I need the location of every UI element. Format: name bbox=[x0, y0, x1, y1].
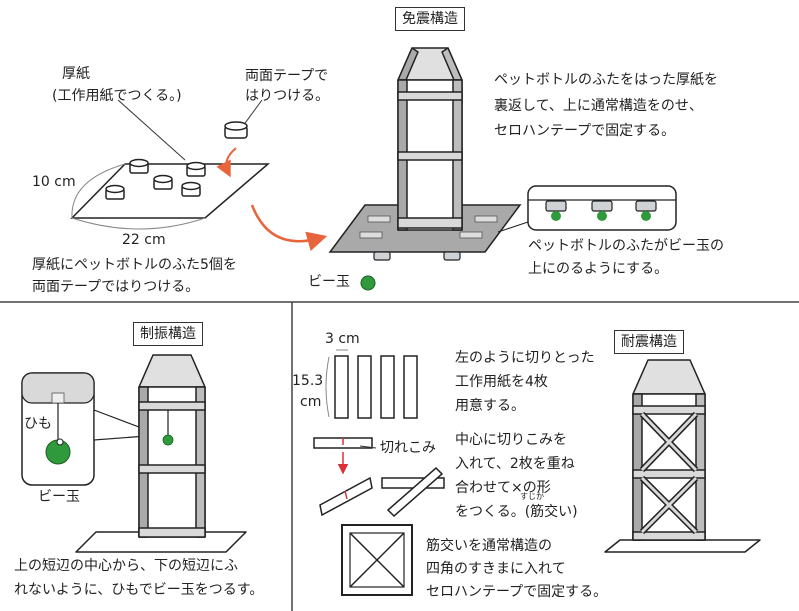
dim-arc-10cm bbox=[71, 163, 126, 219]
attach-note: 厚紙にペットボトルのふた5個を bbox=[32, 257, 237, 273]
damping-marble bbox=[162, 434, 174, 446]
flip-note: 裏返して、上に通常構造をのせ、 bbox=[494, 98, 703, 114]
brace-note: 筋交いを通常構造の bbox=[426, 538, 552, 554]
cut-note: 用意する。 bbox=[455, 398, 525, 414]
brace-note: 四角のすきまに入れて bbox=[426, 561, 566, 577]
damping-note: 上の短辺の中心から、下の短辺にふ bbox=[14, 558, 238, 574]
tape-label: 両面テープで bbox=[245, 68, 329, 84]
tape-label-sub: はりつける。 bbox=[245, 88, 330, 104]
dim-cm-label: cm bbox=[300, 394, 322, 410]
string-label: ひも bbox=[24, 416, 52, 432]
tape-strip bbox=[459, 231, 483, 239]
notch-note: をつくる。(筋交い) bbox=[455, 504, 578, 520]
x-brace-piece bbox=[381, 466, 445, 518]
attach-note: 両面テープではりつける。 bbox=[32, 279, 200, 295]
leader-notch bbox=[359, 445, 377, 449]
cut-note: 左のように切りとった bbox=[455, 350, 595, 366]
title-damping: 制振構造 bbox=[133, 322, 203, 346]
dim-bracket-15-3 bbox=[325, 356, 330, 418]
paper-strips bbox=[334, 355, 418, 419]
cardboard-sheet bbox=[70, 163, 271, 219]
arrow-to-structure bbox=[250, 204, 328, 251]
cap-note: 上にのるようにする。 bbox=[528, 261, 669, 277]
flip-note: ペットボトルのふたをはった厚紙を bbox=[494, 72, 718, 88]
braced-square bbox=[341, 524, 413, 596]
cardboard-label: 厚紙 bbox=[62, 66, 90, 82]
brace-note: セロハンテープで固定する。 bbox=[426, 584, 608, 600]
notch-note: 入れて、2枚を重ね bbox=[455, 456, 575, 472]
dim-22cm-label: 22 cm bbox=[122, 232, 166, 248]
floating-cap bbox=[224, 121, 248, 139]
dim-3cm-label: 3 cm bbox=[325, 331, 360, 347]
tape-strip bbox=[367, 215, 391, 223]
damping-note: れないように、ひもでビー玉をつるす。 bbox=[14, 582, 264, 598]
cap-note: ペットボトルのふたがビー玉の bbox=[528, 238, 724, 254]
flip-note: セロハンテープで固定する。 bbox=[494, 123, 676, 139]
isolation-tower bbox=[397, 47, 463, 231]
marble-label: ビー玉 bbox=[308, 274, 350, 290]
notch-note: 中心に切りこみを bbox=[455, 432, 567, 448]
notch-note: 合わせて×の形 bbox=[455, 480, 551, 496]
ruby-annotation: すじか bbox=[520, 492, 544, 501]
dim-15-3-label: 15.3 bbox=[292, 373, 324, 389]
cardboard-label-sub: (工作用紙でつくる。) bbox=[52, 88, 182, 104]
dim-10cm-label: 10 cm bbox=[32, 174, 76, 190]
leader-cardboard bbox=[117, 99, 186, 161]
damping-marble-label: ビー玉 bbox=[38, 489, 80, 505]
tape-strip bbox=[359, 231, 383, 239]
title-resistant: 耐震構造 bbox=[614, 330, 684, 354]
cap-detail-inset bbox=[497, 185, 677, 233]
dim-arc-22cm bbox=[71, 217, 206, 230]
caps-under-board bbox=[373, 251, 461, 261]
tower-braces-inner bbox=[640, 412, 698, 534]
tape-strip bbox=[474, 215, 498, 223]
damping-tower bbox=[75, 354, 247, 553]
title-isolation: 免震構造 bbox=[395, 7, 465, 31]
arrow-cap-down bbox=[216, 147, 237, 178]
cut-note: 工作用紙を4枚 bbox=[455, 374, 548, 390]
marble bbox=[360, 275, 376, 291]
caps-on-sheet bbox=[105, 158, 206, 200]
notch-label: 切れこみ bbox=[380, 440, 436, 456]
